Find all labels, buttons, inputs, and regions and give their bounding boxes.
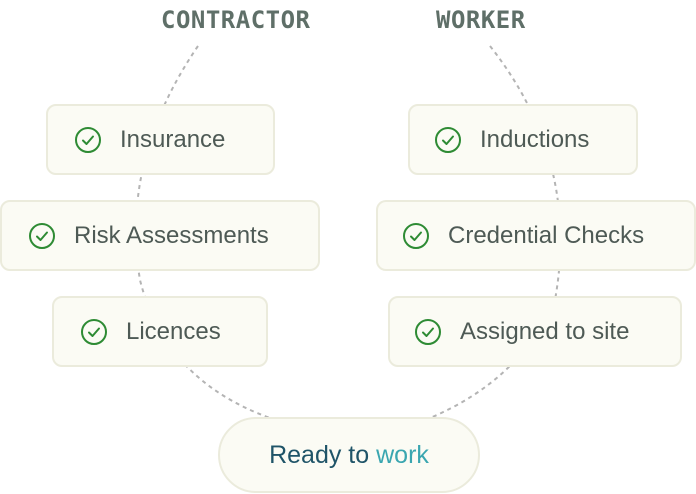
check-circle-icon (402, 222, 430, 250)
item-label: Credential Checks (448, 221, 645, 249)
contractor-connector (134, 45, 271, 419)
worker-item-assigned-to-site: Assigned to site (388, 296, 682, 367)
worker-heading: WORKER (436, 6, 526, 34)
ready-text: Ready to (269, 440, 370, 469)
work-text: work (376, 440, 429, 469)
contractor-item-licences: Licences (52, 296, 268, 367)
item-label: Insurance (120, 125, 226, 153)
check-circle-icon (80, 318, 108, 346)
check-circle-icon (74, 126, 102, 154)
check-circle-icon (434, 126, 462, 154)
item-label: Risk Assessments (74, 221, 269, 249)
item-label: Assigned to site (460, 317, 630, 345)
worker-item-credential-checks: Credential Checks (376, 200, 696, 271)
contractor-item-risk-assessments: Risk Assessments (0, 200, 320, 271)
check-circle-icon (414, 318, 442, 346)
worker-item-inductions: Inductions (408, 104, 638, 175)
contractor-heading: CONTRACTOR (161, 6, 311, 34)
contractor-item-insurance: Insurance (46, 104, 275, 175)
item-label: Inductions (480, 125, 590, 153)
check-circle-icon (28, 222, 56, 250)
item-label: Licences (126, 317, 221, 345)
ready-to-work-badge: Ready to work (218, 417, 480, 493)
